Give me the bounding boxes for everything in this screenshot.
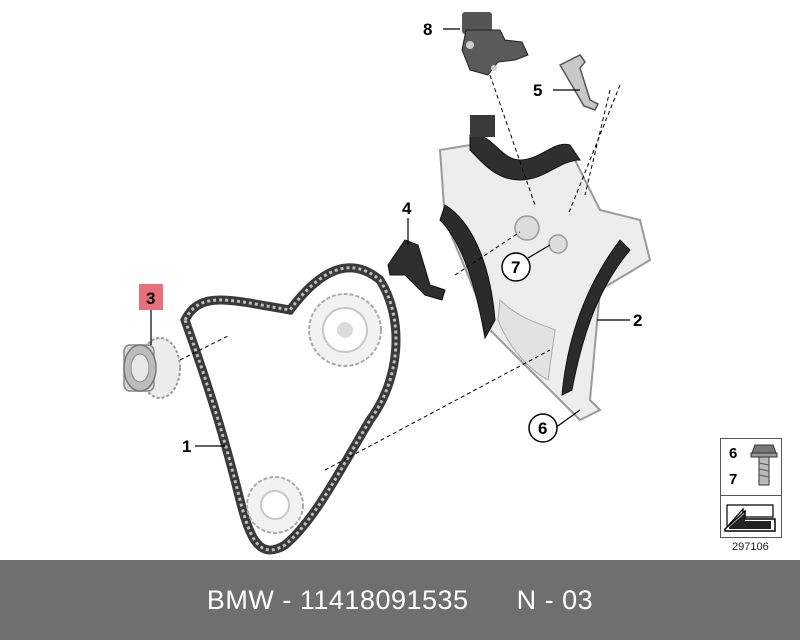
highlight-box [139, 284, 163, 310]
callout-5: 5 [533, 81, 542, 100]
tensioner-bracket-part-4 [387, 239, 446, 301]
callout-3: 3 [146, 289, 155, 308]
legend-number-bottom: 7 [729, 471, 738, 488]
lower-sprocket [246, 476, 304, 534]
upper-sprocket [308, 293, 382, 367]
parts-diagram: 8 5 4 7 2 3 1 6 [123, 12, 652, 555]
footer-gap [469, 585, 517, 616]
callout-1: 1 [182, 437, 191, 456]
footer-separator: - [274, 584, 300, 615]
footer-part-number: 11418091535 [299, 584, 469, 615]
bolt-icon [750, 444, 778, 486]
tensioner-rail-left [439, 204, 496, 340]
legend-box: 6 7 [720, 438, 782, 538]
pin-part-5 [558, 54, 600, 111]
footer-position: N - 03 [516, 584, 594, 615]
callout-4: 4 [402, 199, 412, 218]
divider [721, 495, 781, 496]
callout-8: 8 [423, 20, 432, 39]
leader-lines [150, 28, 630, 447]
guide-rail-plate [438, 143, 652, 422]
arrow-icon [724, 504, 776, 532]
callout-7: 7 [511, 258, 520, 277]
chain-tensioner-part-8 [461, 12, 529, 76]
reference-code: 297106 [732, 541, 769, 553]
guide-rail-top [469, 115, 581, 181]
callout-2: 2 [633, 311, 642, 330]
timing-chain [180, 263, 401, 555]
callout-7-circle [501, 252, 531, 282]
guide-rail-part-2 [561, 239, 631, 396]
footer-brand: BMW [206, 584, 275, 615]
dashed-guide-lines [179, 74, 621, 471]
footer-bar: BMW - 11418091535 N - 03 [0, 560, 800, 640]
callout-6: 6 [538, 419, 547, 438]
legend-number-top: 6 [729, 445, 738, 462]
callout-6-circle [528, 413, 558, 443]
sprocket-part-3 [123, 337, 181, 399]
